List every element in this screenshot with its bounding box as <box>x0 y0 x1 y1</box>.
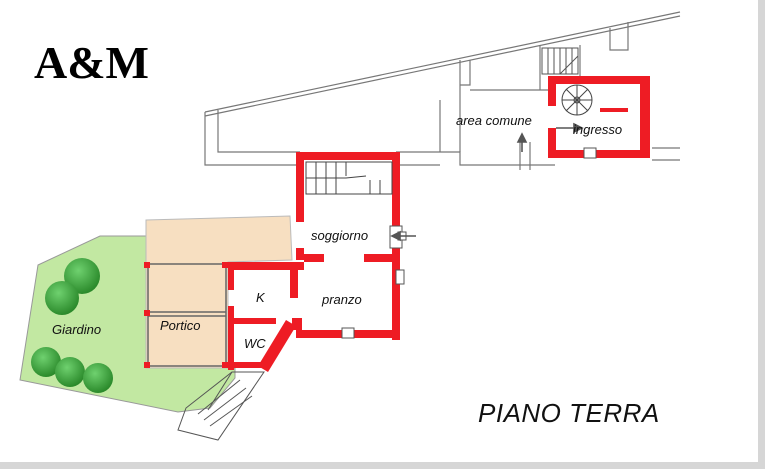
label-portico: Portico <box>160 318 200 333</box>
window-marks <box>341 147 597 339</box>
outdoor-steps <box>177 371 265 441</box>
frame-bottom-edge <box>0 462 765 469</box>
arrow-up-icon <box>516 132 528 143</box>
label-giardino: Giardino <box>52 322 101 337</box>
staircase-interior <box>305 161 393 195</box>
spiral-staircase <box>561 84 593 116</box>
floor-plan: A&M <box>19 11 681 441</box>
label-soggiorno: soggiorno <box>311 228 368 243</box>
portico-area <box>145 215 293 369</box>
tree-icon <box>45 281 79 315</box>
arrow-right-icon <box>573 122 584 134</box>
label-pranzo: pranzo <box>321 292 362 307</box>
neighbouring-building <box>204 11 681 170</box>
tree-icon <box>64 258 100 294</box>
arrows <box>390 122 584 242</box>
tree-group <box>31 258 113 393</box>
logo: A&M <box>34 37 149 88</box>
tree-icon <box>55 357 85 387</box>
label-wc: WC <box>244 336 266 351</box>
frame-right-edge <box>758 0 765 469</box>
logo-text: A&M <box>34 37 149 88</box>
tree-icon <box>31 347 61 377</box>
plan-title: PIANO TERRA <box>478 398 660 428</box>
portico-pillars <box>144 262 228 368</box>
label-ingresso: ingresso <box>573 122 622 137</box>
label-k: K <box>256 290 266 305</box>
label-area-comune: area comune <box>456 113 532 128</box>
arrow-left-icon <box>390 230 401 242</box>
staircase-upper <box>541 47 579 75</box>
tree-icon <box>83 363 113 393</box>
entrance-walls <box>548 76 650 158</box>
